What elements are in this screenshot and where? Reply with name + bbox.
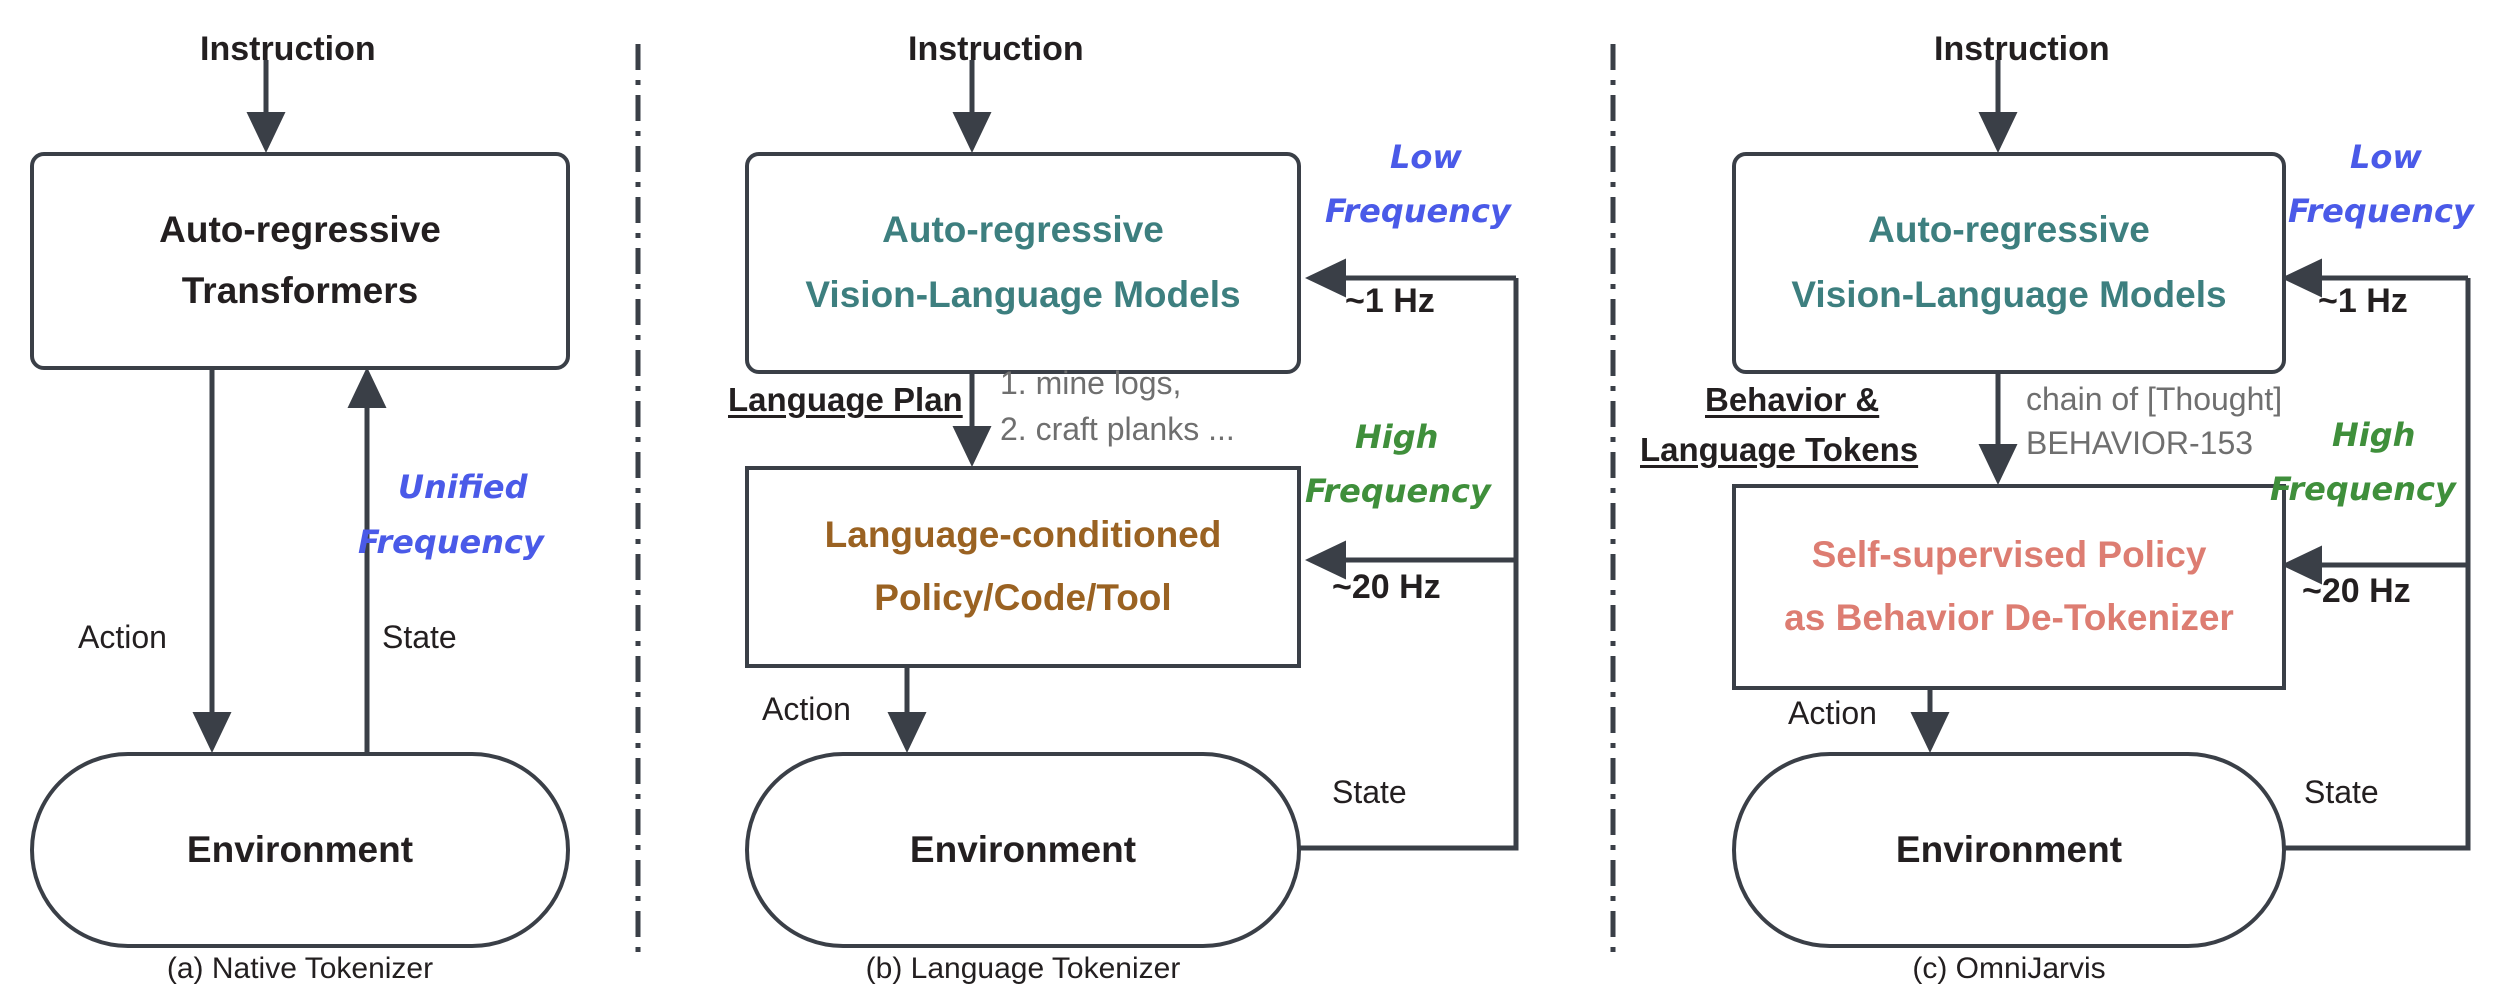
b-low-freq-hz: ~1 Hz <box>1345 282 1435 320</box>
c-state-label: State <box>2304 774 2379 810</box>
a-env-label: Environment <box>186 828 414 870</box>
b-env-label: Environment <box>909 828 1137 870</box>
c-tokens-label-line-2: Language Tokens <box>1640 431 1919 468</box>
b-model-line-2: Vision-Language Models <box>805 274 1241 315</box>
c-env-label: Environment <box>1895 828 2123 870</box>
a-caption: (a) Native Tokenizer <box>166 952 434 985</box>
b-high-freq-line-1: High <box>1355 418 1439 456</box>
b-caption: (b) Language Tokenizer <box>865 952 1181 985</box>
c-policy-line-2: as Behavior De-Tokenizer <box>1784 597 2234 638</box>
c-state-line <box>2276 278 2471 851</box>
b-plan-note-line-2: 2. craft planks ... <box>1000 411 1235 447</box>
c-high-freq-line-1: High <box>2332 416 2416 454</box>
c-model-box: Auto-regressive Vision-Language Models <box>1732 152 2286 374</box>
b-plan-note-line-1: 1. mine logs, <box>1000 365 1182 401</box>
b-state-label: State <box>1332 774 1407 810</box>
b-model-line-1: Auto-regressive <box>882 209 1164 251</box>
b-state-line <box>1298 278 1519 851</box>
c-policy-line-1: Self-supervised Policy <box>1811 534 2207 576</box>
a-model-box: Auto-regressive Transformers <box>30 152 570 370</box>
c-model-line-2: Vision-Language Models <box>1791 274 2227 315</box>
a-env-box: Environment <box>30 752 570 948</box>
b-low-freq-line-1: Low <box>1390 138 1462 176</box>
c-tokens-label-line-1: Behavior & <box>1705 381 1880 418</box>
a-model-line-2: Transformers <box>181 270 419 311</box>
c-model-line-1: Auto-regressive <box>1868 209 2150 251</box>
a-state-label: State <box>382 619 457 655</box>
c-action-label: Action <box>1788 695 1877 731</box>
c-high-freq-hz: ~20 Hz <box>2302 572 2411 610</box>
b-env-box: Environment <box>745 752 1301 948</box>
c-env-box: Environment <box>1732 752 2286 948</box>
b-action-label: Action <box>762 691 851 727</box>
b-low-freq-line-2: Frequency <box>1325 192 1511 230</box>
c-caption: (c) OmniJarvis <box>1912 952 2106 985</box>
a-action-label: Action <box>78 619 167 655</box>
b-instruction-label: Instruction <box>908 30 1084 68</box>
a-freq-note-line-1: Unified <box>398 468 528 506</box>
c-note-line-2: BEHAVIOR-153 <box>2026 425 2254 461</box>
b-model-box: Auto-regressive Vision-Language Models <box>745 152 1301 374</box>
b-high-freq-line-2: Frequency <box>1305 472 1491 510</box>
b-policy-line-2: Policy/Code/Tool <box>874 577 1172 618</box>
b-high-freq-hz: ~20 Hz <box>1332 568 1441 606</box>
c-low-freq-line-2: Frequency <box>2288 192 2474 230</box>
c-low-freq-hz: ~1 Hz <box>2318 282 2408 320</box>
c-low-freq-line-1: Low <box>2350 138 2422 176</box>
a-freq-note-line-2: Frequency <box>358 523 544 561</box>
c-high-freq-line-2: Frequency <box>2270 470 2456 508</box>
a-instruction-label: Instruction <box>200 30 376 68</box>
b-language-plan-label: Language Plan <box>728 381 963 418</box>
c-note-line-1: chain of [Thought] <box>2026 381 2283 417</box>
a-model-line-1: Auto-regressive <box>159 209 441 251</box>
b-policy-box: Language-conditioned Policy/Code/Tool <box>745 466 1301 668</box>
c-policy-box: Self-supervised Policy as Behavior De-To… <box>1732 484 2286 690</box>
b-policy-line-1: Language-conditioned <box>824 514 1222 556</box>
c-instruction-label: Instruction <box>1934 30 2110 68</box>
